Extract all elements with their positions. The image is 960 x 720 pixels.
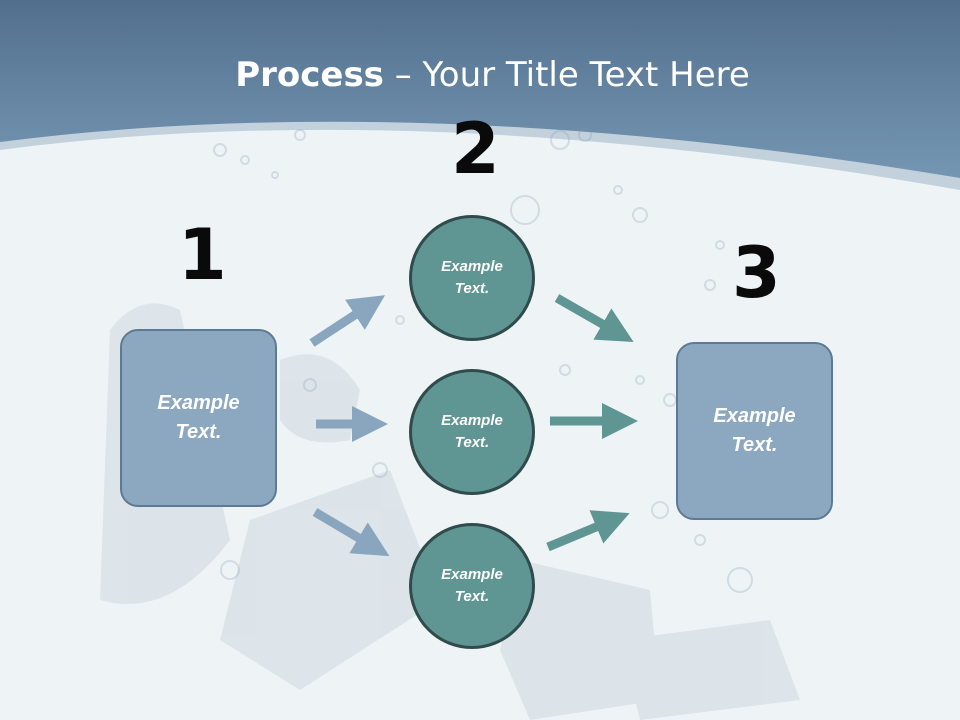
node-2-label: Example Text. — [441, 411, 503, 452]
step-1-label: Example Text. — [157, 392, 240, 443]
title-bold: Process — [235, 55, 384, 95]
ice-decoration — [100, 303, 800, 720]
step-number-1: 1 — [178, 214, 227, 296]
bubbles-decoration — [213, 128, 753, 593]
step-2-node-1: Example Text. — [409, 215, 535, 341]
step-3-label: Example Text. — [713, 405, 796, 456]
step-1-box: Example Text. — [120, 329, 277, 507]
node-1-label: Example Text. — [441, 257, 503, 298]
node-3-label: Example Text. — [441, 565, 503, 606]
title-rest: – Your Title Text Here — [383, 55, 750, 95]
slide-title: Process – Your Title Text Here — [0, 55, 960, 95]
step-2-node-3: Example Text. — [409, 523, 535, 649]
step-3-box: Example Text. — [676, 342, 833, 520]
step-number-3: 3 — [732, 232, 781, 314]
step-number-2: 2 — [451, 108, 500, 190]
step-2-node-2: Example Text. — [409, 369, 535, 495]
header-band — [0, 0, 960, 178]
